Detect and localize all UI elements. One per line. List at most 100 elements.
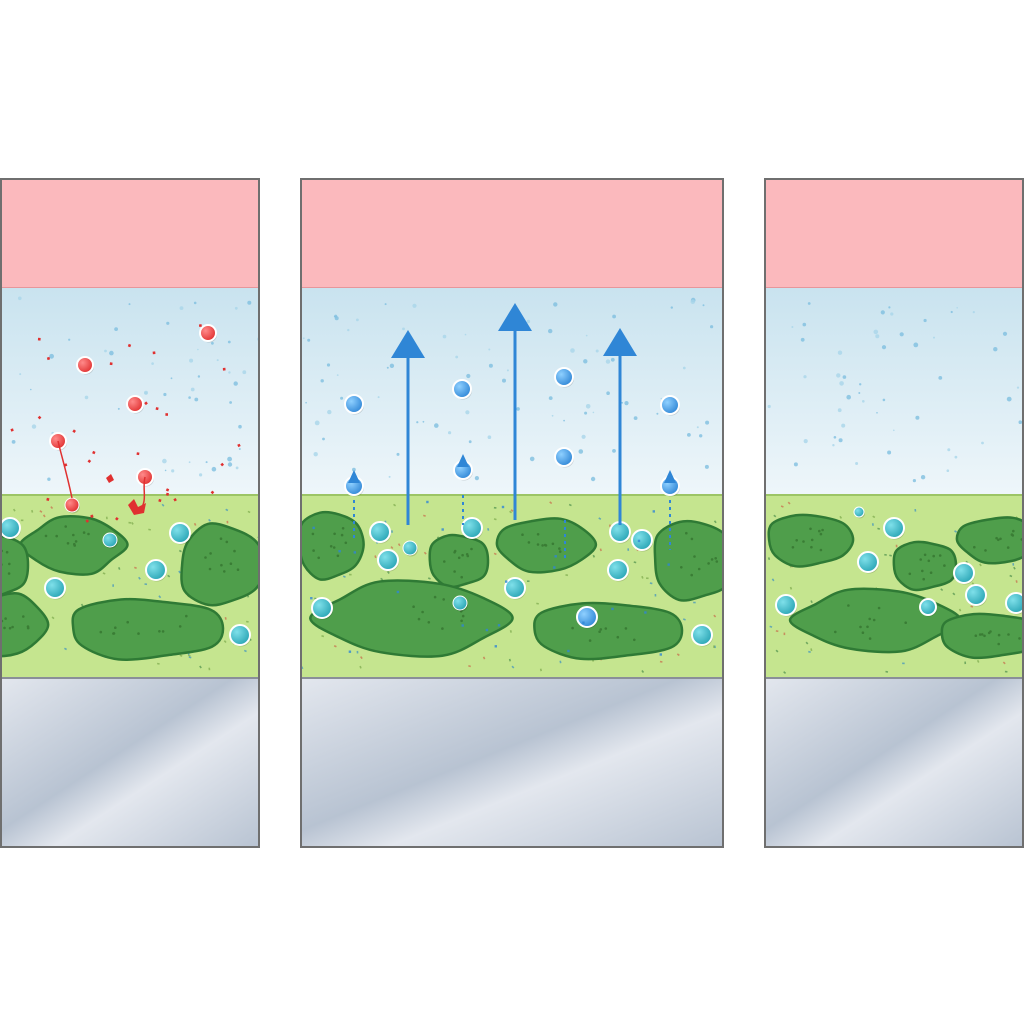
- fluid-speck: [590, 476, 596, 482]
- blob-speck: [443, 560, 446, 563]
- fluid-speck: [833, 436, 837, 439]
- blob-speck: [126, 620, 129, 624]
- fluid-speck: [899, 332, 904, 337]
- fluid-speck: [972, 311, 975, 314]
- matrix-speck: [179, 654, 183, 657]
- green-blob: [767, 513, 855, 568]
- matrix-speck: [599, 548, 602, 552]
- base-layer: [764, 678, 1024, 848]
- blue-speck: [497, 624, 501, 627]
- blob-speck: [809, 527, 812, 531]
- blob-speck: [223, 570, 226, 573]
- green-blob: [71, 597, 225, 662]
- blob-speck: [929, 571, 933, 574]
- blue-particle: [576, 606, 598, 628]
- green-blob: [533, 601, 684, 661]
- matrix-speck: [356, 650, 359, 654]
- matrix-speck: [156, 662, 160, 665]
- red-speck: [85, 519, 90, 523]
- matrix-speck: [649, 582, 653, 585]
- blob-speck: [1012, 529, 1015, 533]
- fluid-speck: [128, 303, 131, 306]
- blob-speck: [332, 546, 336, 549]
- teal-particle: [504, 577, 526, 599]
- blob-speck: [64, 525, 67, 528]
- blob-speck: [690, 537, 694, 541]
- fluid-speck: [710, 325, 714, 329]
- blob-speck: [598, 630, 601, 633]
- fluid-speck: [322, 437, 325, 441]
- blob-speck: [87, 532, 90, 536]
- blob-speck: [459, 610, 463, 613]
- red-speck: [87, 459, 92, 464]
- fluid-speck: [933, 336, 935, 339]
- blue-particle: [554, 447, 574, 467]
- fluid-speck: [238, 448, 241, 450]
- fluid-speck: [633, 416, 638, 420]
- matrix-speck: [598, 517, 602, 520]
- matrix-speck: [510, 509, 514, 512]
- red-speck: [165, 488, 170, 492]
- matrix-speck: [1002, 661, 1006, 665]
- blob-speck: [868, 617, 871, 621]
- teal-particle: [452, 595, 468, 611]
- blob-speck: [997, 538, 1000, 542]
- blob-speck: [791, 546, 795, 549]
- fluid-speck: [305, 401, 307, 404]
- fluid-speck: [47, 477, 51, 481]
- matrix-speck: [958, 608, 962, 612]
- blob-speck: [317, 556, 321, 560]
- matrix-speck: [12, 508, 16, 512]
- blob-speck: [114, 626, 117, 629]
- teal-particle: [631, 529, 653, 551]
- blob-speck: [802, 540, 805, 543]
- up-arrow-icon: [391, 330, 425, 358]
- blob-speck: [219, 537, 223, 540]
- blob-speck: [461, 614, 465, 618]
- fluid-speck: [238, 424, 242, 429]
- fluid-speck: [836, 373, 841, 378]
- fluid-speck: [612, 314, 616, 319]
- blob-speck: [427, 621, 431, 624]
- matrix-speck: [128, 521, 132, 524]
- matrix-speck: [342, 575, 346, 578]
- blob-speck: [457, 556, 461, 560]
- red-speck: [237, 443, 241, 448]
- blob-speck: [470, 547, 473, 551]
- matrix-speck: [633, 561, 637, 564]
- fluid-speck: [529, 456, 535, 462]
- fluid-speck: [583, 359, 588, 364]
- fluid-speck: [386, 366, 389, 369]
- matrix-speck: [482, 656, 486, 660]
- matrix-speck: [193, 522, 197, 526]
- blob-speck: [233, 549, 236, 553]
- blob-speck: [161, 630, 165, 633]
- fluid-speck: [913, 342, 919, 348]
- fluid-speck: [247, 300, 252, 305]
- matrix-speck: [1015, 580, 1018, 583]
- green-blob: [955, 516, 1024, 565]
- blob-speck: [997, 642, 1000, 646]
- fluid-speck: [188, 396, 191, 399]
- fluid-speck: [190, 387, 195, 392]
- fluid-speck: [606, 391, 610, 396]
- blue-speck: [501, 505, 505, 509]
- blue-speck: [348, 650, 352, 653]
- fluid-speck: [947, 448, 951, 452]
- fluid-speck: [18, 296, 22, 301]
- fluid-speck: [551, 414, 554, 417]
- matrix-speck: [245, 620, 249, 623]
- matrix-speck: [243, 649, 247, 653]
- matrix-speck: [775, 630, 779, 633]
- fluid-speck: [313, 452, 318, 457]
- blob-speck: [877, 606, 881, 610]
- fluid-speck: [227, 456, 233, 462]
- fluid-speck: [488, 363, 493, 368]
- teal-particle: [145, 559, 167, 581]
- fluid-speck: [442, 334, 447, 339]
- fluid-speck: [227, 462, 233, 467]
- blob-speck: [44, 534, 48, 538]
- fluid-speck: [585, 404, 591, 409]
- blob-speck: [604, 627, 608, 630]
- blue-speck: [505, 580, 508, 583]
